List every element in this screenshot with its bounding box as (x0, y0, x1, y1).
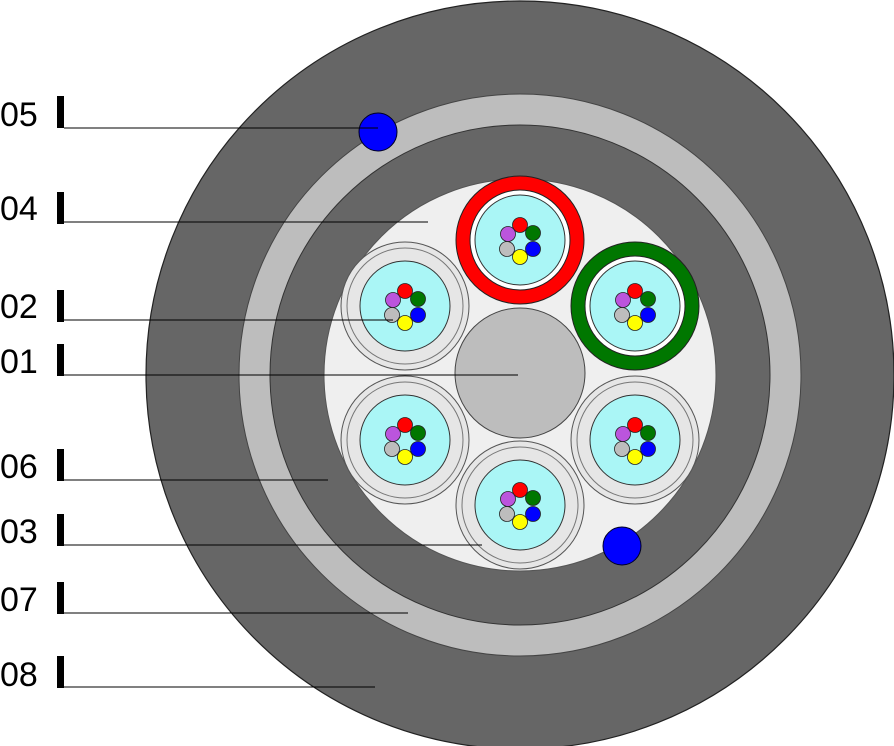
label-marker (57, 290, 64, 322)
optical-fiber (410, 441, 426, 457)
optical-fiber (614, 441, 630, 457)
optical-fiber (627, 449, 643, 465)
optical-fiber (384, 441, 400, 457)
label-marker (57, 96, 64, 128)
label-03: 03 (0, 513, 38, 551)
optical-fiber (410, 291, 426, 307)
optical-fiber (640, 291, 656, 307)
optical-fiber (397, 417, 413, 433)
buffer-tube (340, 241, 470, 371)
label-marker (57, 344, 64, 376)
optical-fiber (525, 225, 541, 241)
label-08: 08 (0, 656, 38, 694)
optical-fiber (500, 226, 516, 242)
optical-fiber (525, 506, 541, 522)
optical-fiber (627, 417, 643, 433)
tube-gel (359, 394, 451, 486)
tube-gel (359, 260, 451, 352)
tube-gel (474, 459, 566, 551)
buffer-tube (340, 375, 470, 505)
tube-gel (474, 194, 566, 286)
tube-gel (589, 260, 681, 352)
label-06: 06 (0, 448, 38, 486)
label-07: 07 (0, 581, 38, 619)
optical-fiber (640, 441, 656, 457)
label-05: 05 (0, 96, 38, 134)
optical-fiber (525, 241, 541, 257)
central-strength-member (454, 307, 586, 439)
optical-fiber (627, 315, 643, 331)
optical-fiber (640, 307, 656, 323)
buffer-tube (455, 440, 585, 570)
optical-fiber (615, 292, 631, 308)
label-marker (57, 449, 64, 481)
label-marker (57, 656, 64, 688)
optical-fiber (397, 283, 413, 299)
label-marker (57, 514, 64, 546)
label-marker (57, 582, 64, 614)
label-leaders (57, 96, 518, 688)
optical-fiber (627, 283, 643, 299)
optical-fiber (410, 307, 426, 323)
water-blocking-yarn (358, 112, 398, 152)
buffer-tube-green (570, 241, 700, 371)
optical-fiber (385, 426, 401, 442)
optical-fiber (512, 217, 528, 233)
label-01: 01 (0, 343, 38, 381)
optical-fiber (640, 425, 656, 441)
buffer-tubes (340, 175, 700, 570)
optical-fiber (397, 449, 413, 465)
optical-fiber (615, 426, 631, 442)
optical-fiber (512, 514, 528, 530)
label-04: 04 (0, 190, 38, 228)
label-02: 02 (0, 288, 38, 326)
buffer-tube (570, 375, 700, 505)
label-marker (57, 192, 64, 224)
optical-fiber (525, 490, 541, 506)
optical-fiber (614, 307, 630, 323)
optical-fiber (499, 241, 515, 257)
optical-fiber (512, 482, 528, 498)
optical-fiber (410, 425, 426, 441)
optical-fiber (397, 315, 413, 331)
optical-fiber (500, 491, 516, 507)
optical-fiber (499, 506, 515, 522)
optical-fiber (512, 249, 528, 265)
tube-gel (589, 394, 681, 486)
buffer-tube-red (455, 175, 585, 305)
water-blocking-yarn (602, 526, 642, 566)
optical-fiber (385, 292, 401, 308)
